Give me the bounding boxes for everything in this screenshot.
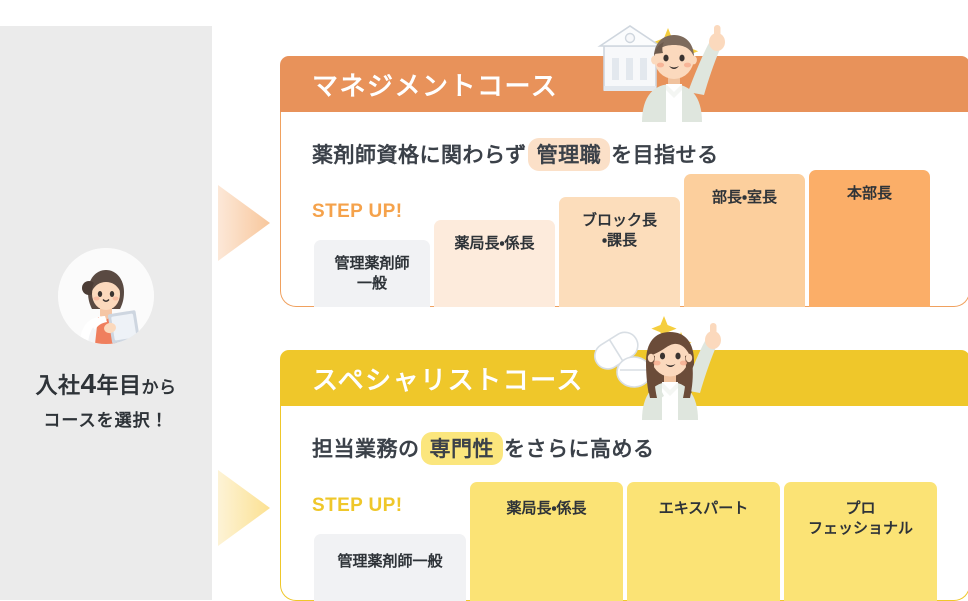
course-title-management: マネジメントコース — [312, 70, 559, 101]
step-bar-label-management-2: 薬局長・係長 — [454, 235, 535, 252]
triangle-right-arrow-icon-management — [218, 183, 274, 263]
triangle-right-arrow-icon-specialist — [218, 468, 274, 548]
course-subtitle-specialist: 担当業務の専門性をさらに高める — [312, 432, 655, 465]
step-bar-label-management-4: 部長・室長 — [711, 189, 778, 206]
course-subtitle-management: 薬剤師資格に関わらず管理職を目指せる — [312, 138, 719, 171]
entry-year-number: 4 — [80, 368, 97, 399]
subtitle-highlight-management: 管理職 — [527, 138, 611, 171]
step-bar-management-4: 部長・室長 — [684, 174, 805, 307]
subtitle-after-management: を目指せる — [611, 144, 719, 167]
step-bar-specialist-4: プロ フェッショナル — [784, 482, 937, 601]
course-panel-specialist: スペシャリストコース — [280, 316, 968, 601]
step-bar-management-5: 本部長 — [809, 170, 930, 307]
step-bar-management-1: 管理薬剤師 一般 — [314, 240, 430, 307]
step-bar-label-specialist-1: 管理薬剤師一般 — [337, 553, 443, 570]
step-bar-label-specialist-2: 薬局長・係長 — [506, 500, 587, 517]
course-panel-management: マネジメントコース — [280, 25, 968, 307]
step-bar-specialist-2: 薬局長・係長 — [470, 482, 623, 601]
pharmacist-female-avatar-icon — [58, 248, 154, 344]
man-pharmacist-pointing-up-icon — [590, 10, 730, 122]
woman-pharmacist-pointing-up-icon — [588, 310, 733, 420]
subtitle-before-management: 薬剤師資格に関わらず — [312, 144, 527, 167]
entry-caption-line2: コースを選択！ — [43, 411, 169, 430]
entry-caption: 入社4年目から コースを選択！ — [0, 366, 212, 431]
step-bar-label-management-1: 管理薬剤師 一般 — [334, 255, 410, 292]
step-bar-label-management-5: 本部長 — [846, 185, 892, 202]
entry-caption-line1: 入社4年目から — [0, 366, 212, 401]
step-bar-label-specialist-3: エキスパート — [658, 500, 749, 517]
step-bar-management-2: 薬局長・係長 — [434, 220, 555, 307]
step-up-label-management: STEP UP! — [312, 201, 403, 222]
entry-panel: 入社4年目から コースを選択！ — [0, 26, 212, 600]
entry-prefix: 入社 — [35, 373, 81, 398]
step-bar-specialist-1: 管理薬剤師一般 — [314, 534, 466, 601]
step-up-label-specialist: STEP UP! — [312, 495, 403, 516]
subtitle-after-specialist: をさらに高める — [504, 438, 655, 461]
step-bar-management-3: ブロック長 ・課長 — [559, 197, 680, 307]
step-bar-label-management-3: ブロック長 ・課長 — [581, 212, 657, 249]
step-bar-label-specialist-4: プロ フェッショナル — [807, 500, 913, 537]
subtitle-highlight-specialist: 専門性 — [420, 432, 503, 465]
subtitle-before-specialist: 担当業務の — [312, 438, 420, 461]
course-title-specialist: スペシャリストコース — [312, 364, 584, 395]
step-bar-specialist-3: エキスパート — [627, 482, 780, 601]
entry-suffix: から — [141, 378, 177, 397]
entry-year-unit: 年目 — [96, 373, 142, 398]
